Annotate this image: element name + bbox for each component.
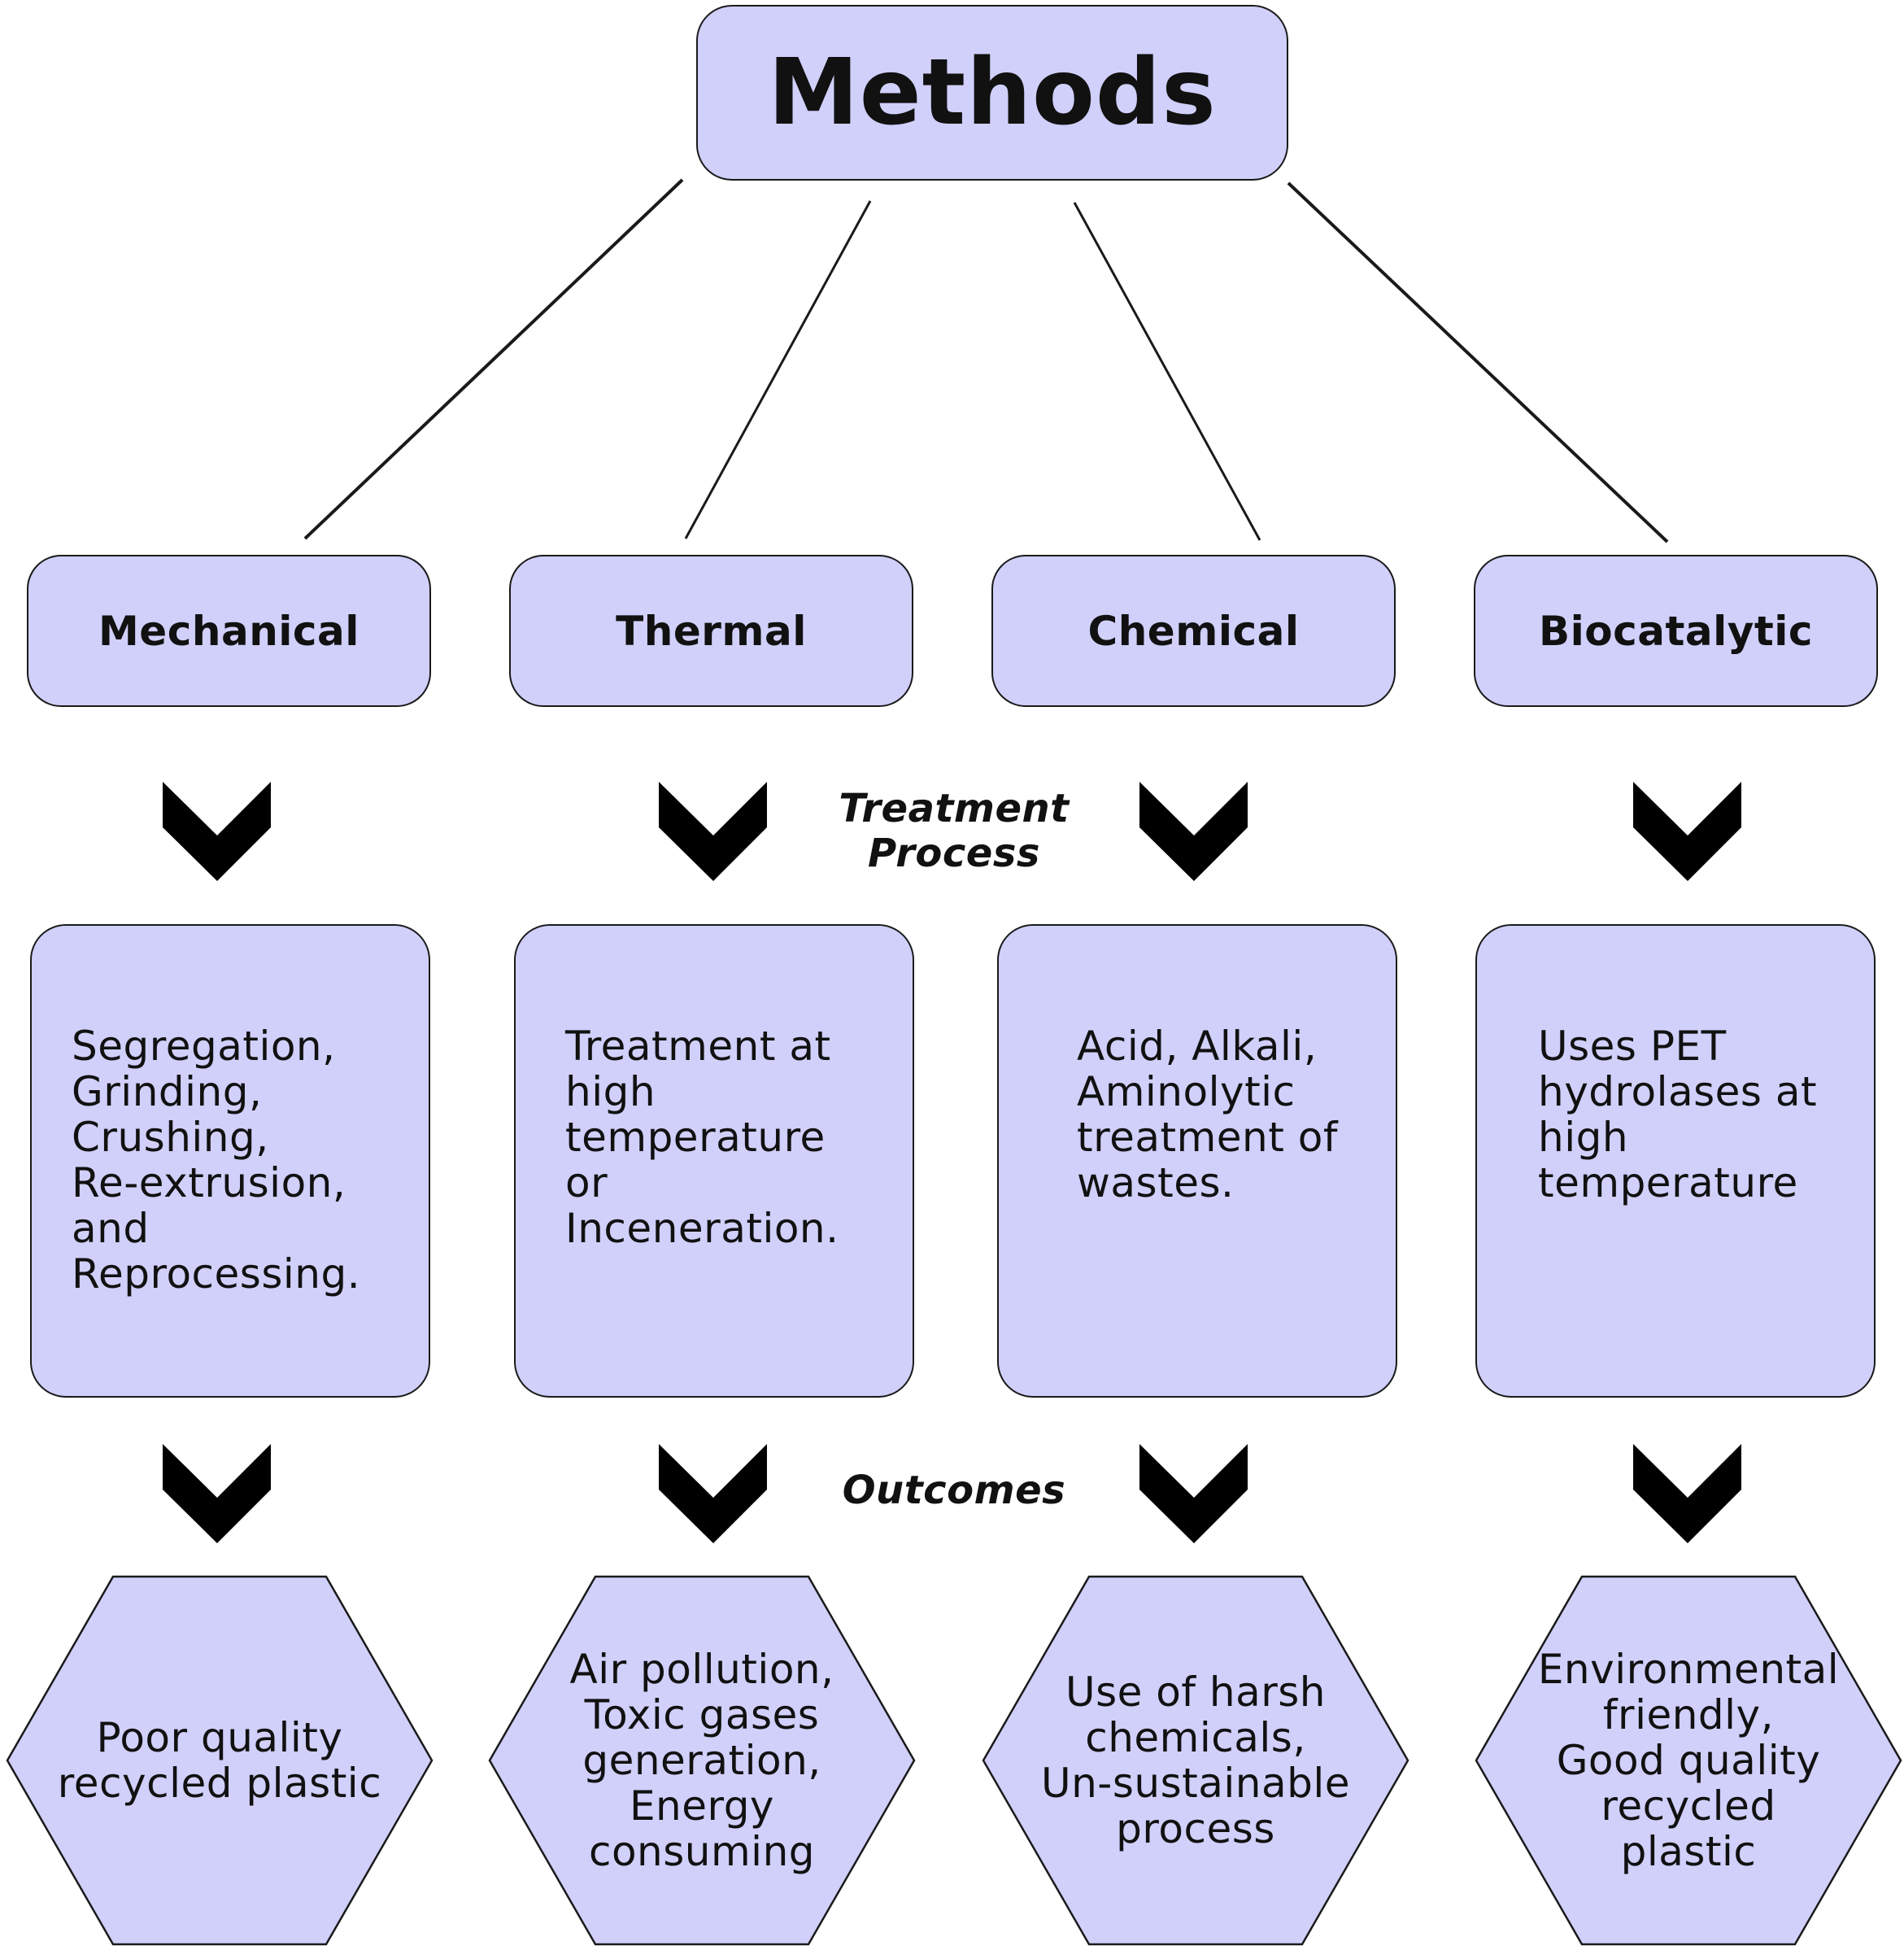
chevron-down-icon bbox=[659, 1444, 767, 1543]
process-box-mechanical: Segregation, Grinding, Crushing, Re-extr… bbox=[30, 924, 430, 1398]
connector-line-thermal bbox=[684, 200, 872, 539]
hexagon-chemical bbox=[982, 1575, 1409, 1946]
chevron-down-icon bbox=[163, 1444, 271, 1543]
chevron-down-icon bbox=[1139, 1444, 1248, 1543]
category-label: Thermal bbox=[616, 607, 807, 655]
outcome-chemical: Use of harsh chemicals, Un-sustainable p… bbox=[1041, 1669, 1350, 1852]
hexagon-biocatalytic bbox=[1475, 1575, 1902, 1946]
treatment-process-label: Treatment Process bbox=[839, 786, 1070, 876]
connector-line-biocatalytic bbox=[1287, 181, 1669, 543]
process-box-chemical: Acid, Alkali, Aminolytic treatment of wa… bbox=[997, 924, 1397, 1398]
category-chemical: Chemical bbox=[991, 555, 1396, 707]
connector-line-chemical bbox=[1073, 202, 1261, 541]
outcomes-label: Outcomes bbox=[842, 1468, 1066, 1513]
category-label: Biocatalytic bbox=[1538, 607, 1814, 655]
process-text: Treatment at high temperature or Incener… bbox=[565, 1023, 839, 1252]
category-label: Mechanical bbox=[98, 607, 359, 655]
category-biocatalytic: Biocatalytic bbox=[1474, 555, 1878, 707]
category-thermal: Thermal bbox=[509, 555, 913, 707]
connector-line-mechanical bbox=[303, 178, 684, 540]
process-box-biocatalytic: Uses PET hydrolases at high temperature bbox=[1475, 924, 1876, 1398]
process-box-thermal: Treatment at high temperature or Incener… bbox=[514, 924, 914, 1398]
hexagon-thermal bbox=[488, 1575, 916, 1946]
hexagon-mechanical bbox=[6, 1575, 434, 1946]
category-mechanical: Mechanical bbox=[27, 555, 431, 707]
process-text: Uses PET hydrolases at high temperature bbox=[1538, 1023, 1818, 1206]
chevron-down-icon bbox=[659, 782, 767, 881]
category-label: Chemical bbox=[1087, 607, 1300, 655]
outcome-thermal: Air pollution, Toxic gases generation, E… bbox=[569, 1646, 834, 1875]
process-text: Acid, Alkali, Aminolytic treatment of wa… bbox=[1077, 1023, 1338, 1206]
chevron-down-icon bbox=[1139, 782, 1248, 881]
process-text: Segregation, Grinding, Crushing, Re-extr… bbox=[72, 1023, 361, 1298]
chevron-down-icon bbox=[1633, 782, 1741, 881]
methods-node: Methods bbox=[696, 5, 1288, 181]
outcome-mechanical: Poor quality recycled plastic bbox=[57, 1714, 382, 1807]
chevron-down-icon bbox=[1633, 1444, 1741, 1543]
methods-title: Methods bbox=[768, 40, 1217, 146]
outcome-biocatalytic: Environmental friendly, Good quality rec… bbox=[1537, 1646, 1840, 1875]
chevron-down-icon bbox=[163, 782, 271, 881]
